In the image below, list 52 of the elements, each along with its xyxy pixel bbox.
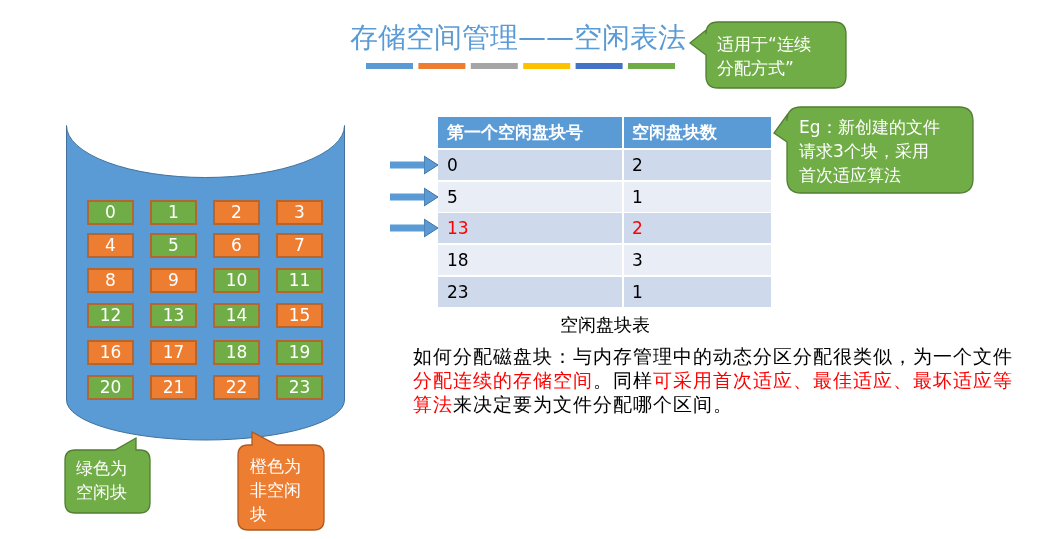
free-block-count: 3 xyxy=(622,245,643,275)
free-block-count: 1 xyxy=(622,277,643,307)
disk-block: 9 xyxy=(150,268,197,293)
disk-block: 21 xyxy=(150,375,197,400)
disk-block: 10 xyxy=(213,268,260,293)
callout-text: 橙色为非空闲块 xyxy=(250,455,302,526)
callout-text: 绿色为空闲块 xyxy=(76,457,128,504)
disk-block: 17 xyxy=(150,340,197,365)
disk-block: 2 xyxy=(213,200,260,225)
start-block-number: 18 xyxy=(447,249,469,272)
speech-bubble xyxy=(689,21,847,89)
start-block-number: 23 xyxy=(447,281,469,304)
table-row xyxy=(438,213,771,243)
disk-block: 1 xyxy=(150,200,197,225)
free-block-count: 2 xyxy=(622,150,643,180)
table-row xyxy=(438,277,771,307)
callout-text: 适用于“连续分配方式” xyxy=(717,33,812,80)
disk-block: 16 xyxy=(87,340,134,365)
column-heading: 第一个空闲盘块号 xyxy=(447,121,583,144)
table-row xyxy=(438,182,771,212)
disk-block: 15 xyxy=(276,303,323,328)
description-paragraph: 如何分配磁盘块：与内存管理中的动态分区分配很类似，为一个文件分配连续的存储空间。同样可采用首次适应、最佳适应、最坏适应等算法来决定要为文件分配哪个区间。 xyxy=(413,344,1013,416)
callout-text: Eg：新创建的文件请求3个块，采用首次适应算法 xyxy=(799,116,941,187)
title: 存储空间管理——空闲表法 xyxy=(349,20,687,56)
table-row xyxy=(438,150,771,180)
disk-block: 13 xyxy=(150,303,197,328)
disk-block: 14 xyxy=(213,303,260,328)
disk-block: 23 xyxy=(276,375,323,400)
disk-block: 0 xyxy=(87,200,134,225)
disk-block: 7 xyxy=(276,233,323,258)
table-header-row xyxy=(438,117,771,148)
disk-block: 11 xyxy=(276,268,323,293)
disk-block: 12 xyxy=(87,303,134,328)
start-block-number: 13 xyxy=(447,217,469,240)
column-heading: 空闲盘块数 xyxy=(622,117,717,148)
disk-block: 3 xyxy=(276,200,323,225)
free-block-count: 2 xyxy=(622,213,643,243)
disk-block: 8 xyxy=(87,268,134,293)
disk-block: 18 xyxy=(213,340,260,365)
disk-block: 6 xyxy=(213,233,260,258)
speech-bubble xyxy=(772,106,974,194)
speech-bubble xyxy=(237,430,325,531)
start-block-number: 5 xyxy=(447,186,458,209)
start-block-number: 0 xyxy=(447,154,458,177)
table-caption: 空闲盘块表 xyxy=(559,313,651,337)
disk-block: 22 xyxy=(213,375,260,400)
disk-block: 5 xyxy=(150,233,197,258)
disk-block: 4 xyxy=(87,233,134,258)
disk-block: 20 xyxy=(87,375,134,400)
disk-cylinder xyxy=(66,125,345,441)
disk-block: 19 xyxy=(276,340,323,365)
speech-bubble xyxy=(64,436,152,514)
